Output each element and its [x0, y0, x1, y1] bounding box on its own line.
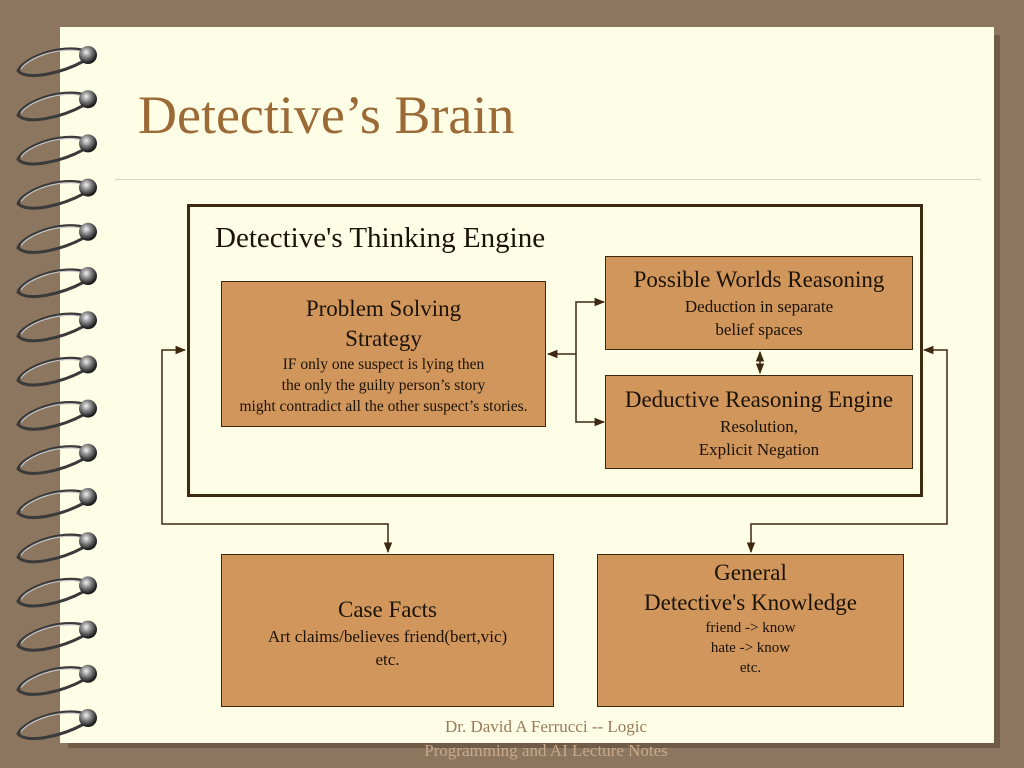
possible-worlds-line: belief spaces [715, 320, 803, 339]
page-shadow-bottom [68, 743, 1000, 748]
deductive-reasoning-engine-box: Deductive Reasoning Engine Resolution, E… [605, 375, 913, 469]
general-knowledge-title-1: General [714, 560, 787, 585]
case-facts-line: etc. [375, 650, 400, 669]
case-facts-box: Case Facts Art claims/believes friend(be… [221, 554, 554, 707]
general-detective-knowledge-box: General Detective's Knowledge friend -> … [597, 554, 904, 707]
general-knowledge-line: friend -> know [705, 620, 796, 636]
general-knowledge-title-2: Detective's Knowledge [644, 590, 857, 615]
deductive-engine-line: Resolution, [720, 417, 798, 436]
footer-line-1: Dr. David A Ferrucci -- Logic [444, 717, 648, 736]
general-knowledge-line: hate -> know [710, 640, 791, 656]
problem-solving-line: might contradict all the other suspect’s… [239, 398, 528, 415]
page-shadow-right [994, 35, 1000, 747]
footer-credit: Dr. David A Ferrucci -- Logic Programmin… [396, 715, 696, 763]
possible-worlds-title: Possible Worlds Reasoning [633, 267, 885, 292]
possible-worlds-line: Deduction in separate [684, 297, 834, 316]
thinking-engine-label: Detective's Thinking Engine [215, 222, 546, 254]
deductive-engine-title: Deductive Reasoning Engine [624, 387, 894, 412]
problem-solving-line: the only the guilty person’s story [281, 377, 486, 394]
possible-worlds-reasoning-box: Possible Worlds Reasoning Deduction in s… [605, 256, 913, 350]
footer-line-2: Programming and AI Lecture Notes [424, 741, 668, 760]
problem-solving-title-2: Strategy [345, 326, 422, 351]
deductive-engine-line: Explicit Negation [698, 440, 820, 459]
problem-solving-strategy-box: Problem Solving Strategy IF only one sus… [221, 281, 546, 427]
page-title: Detective’s Brain [138, 85, 515, 145]
title-divider [115, 179, 981, 180]
problem-solving-line: IF only one suspect is lying then [282, 356, 485, 373]
problem-solving-title-1: Problem Solving [305, 296, 462, 321]
general-knowledge-line: etc. [739, 660, 762, 676]
case-facts-title: Case Facts [337, 597, 437, 622]
case-facts-line: Art claims/believes friend(bert,vic) [267, 627, 508, 646]
